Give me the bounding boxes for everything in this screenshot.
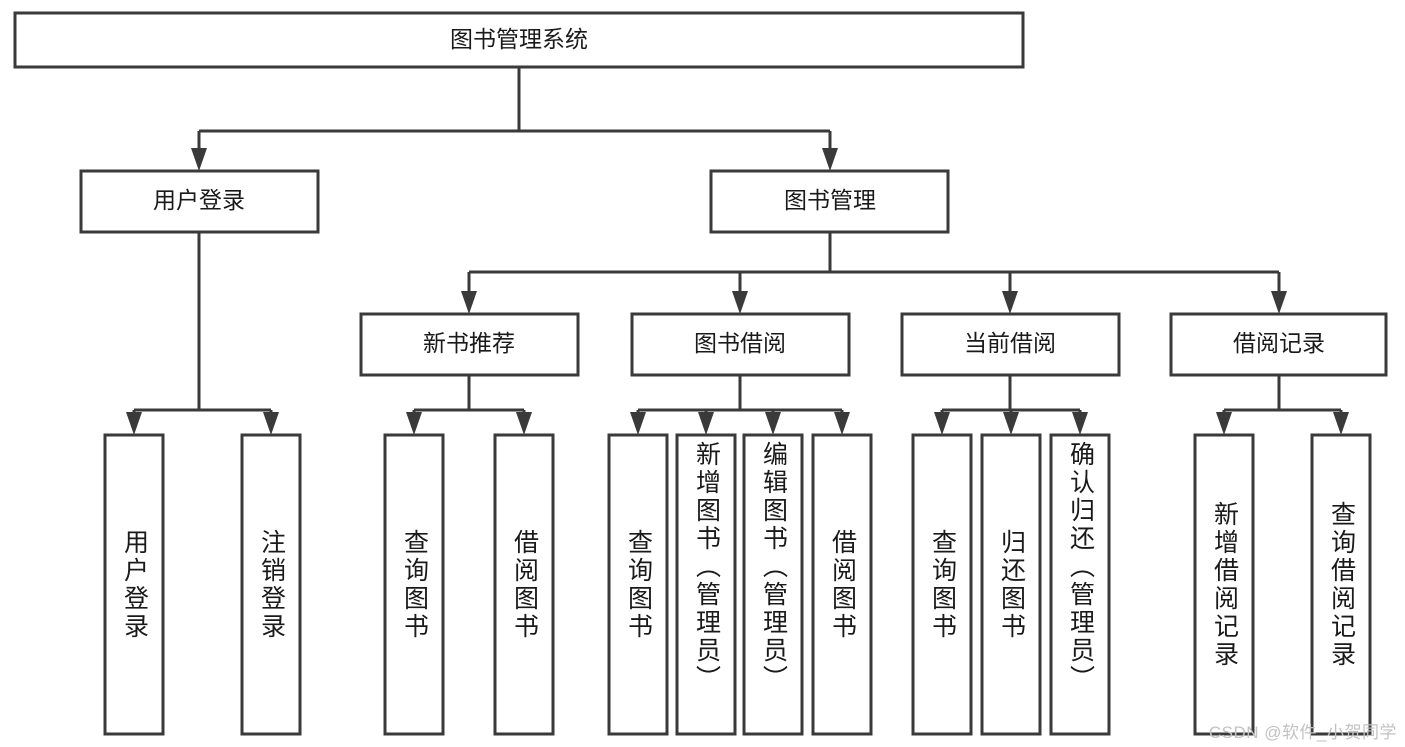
leaf-box-query-book-b[interactable]: [607, 433, 669, 736]
leaf-box-user-login[interactable]: [103, 433, 165, 736]
arrow-head-leaf-borrow-book-b: [834, 412, 850, 435]
node-book-borrow[interactable]: 图书借阅: [630, 312, 851, 377]
arrow-head-book-borrow: [732, 291, 748, 314]
leaf-box-query-book-a[interactable]: [383, 433, 445, 736]
connector-group-new-book-to-leaves: [406, 375, 532, 435]
node-borrow-record-label: 借阅记录: [1233, 330, 1325, 356]
node-book-borrow-label: 图书借阅: [694, 330, 786, 356]
node-root-box[interactable]: [13, 11, 1025, 69]
leaf-box-return-book[interactable]: [980, 433, 1042, 736]
node-borrow-record-box[interactable]: [1169, 312, 1388, 377]
arrow-head-current-borrow: [1002, 291, 1018, 314]
arrow-head-leaf-add-book: [698, 412, 714, 435]
connector-group-root-to-level1: [191, 67, 838, 171]
arrow-head-leaf-borrow-book-a: [516, 412, 532, 435]
node-current-borrow-label: 当前借阅: [964, 330, 1056, 356]
connector-group-book-borrow-to-leaves: [630, 375, 850, 435]
arrow-head-leaf-logout: [263, 412, 279, 435]
arrow-head-book-mgmt: [822, 148, 838, 171]
node-book-borrow-box[interactable]: [630, 312, 851, 377]
node-current-borrow[interactable]: 当前借阅: [900, 312, 1121, 377]
node-new-book-recommend-box[interactable]: [359, 312, 580, 377]
arrow-head-user-login: [191, 148, 207, 171]
leaf-box-confirm-return[interactable]: [1049, 433, 1111, 736]
node-book-management-box[interactable]: [709, 169, 950, 234]
connector-group-borrow-record-to-leaves: [1216, 375, 1349, 435]
arrow-head-leaf-query-book-b: [630, 412, 646, 435]
node-book-management-label: 图书管理: [784, 187, 876, 213]
leaf-box-edit-book[interactable]: [742, 433, 804, 736]
node-book-management[interactable]: 图书管理: [709, 169, 950, 234]
arrow-head-leaf-return-book: [1003, 412, 1019, 435]
node-root[interactable]: 图书管理系统: [13, 11, 1025, 69]
node-new-book-recommend[interactable]: 新书推荐: [359, 312, 580, 377]
connector-group-book-mgmt-to-level2: [461, 232, 1287, 314]
node-root-label: 图书管理系统: [450, 26, 588, 52]
arrow-head-leaf-query-book-c: [934, 412, 950, 435]
arrow-head-leaf-query-record: [1333, 412, 1349, 435]
leaf-box-add-book[interactable]: [675, 433, 737, 736]
node-new-book-recommend-label: 新书推荐: [423, 330, 515, 356]
node-user-login-label: 用户登录: [153, 187, 245, 213]
watermark-text: CSDN @软件_小贺同学: [1208, 723, 1397, 742]
node-user-login-box[interactable]: [79, 169, 320, 234]
arrow-head-new-book-recommend: [461, 291, 477, 314]
arrow-head-leaf-query-book-a: [406, 412, 422, 435]
leaf-box-query-record[interactable]: [1310, 433, 1372, 736]
leaf-box-query-book-c[interactable]: [911, 433, 973, 736]
connector-group-user-login-to-leaves: [126, 232, 279, 435]
arrow-head-leaf-confirm-return: [1072, 412, 1088, 435]
arrow-head-leaf-add-record: [1216, 412, 1232, 435]
leaf-box-borrow-book-a[interactable]: [493, 433, 555, 736]
leaf-box-borrow-book-b[interactable]: [811, 433, 873, 736]
node-current-borrow-box[interactable]: [900, 312, 1121, 377]
arrow-head-leaf-edit-book: [765, 412, 781, 435]
leaf-box-logout[interactable]: [240, 433, 302, 736]
leaf-box-add-record[interactable]: [1193, 433, 1255, 736]
arrow-head-borrow-record: [1271, 291, 1287, 314]
connector-group-current-borrow-to-leaves: [934, 375, 1088, 435]
node-borrow-record[interactable]: 借阅记录: [1169, 312, 1388, 377]
arrow-head-leaf-user-login: [126, 412, 142, 435]
node-user-login[interactable]: 用户登录: [79, 169, 320, 234]
